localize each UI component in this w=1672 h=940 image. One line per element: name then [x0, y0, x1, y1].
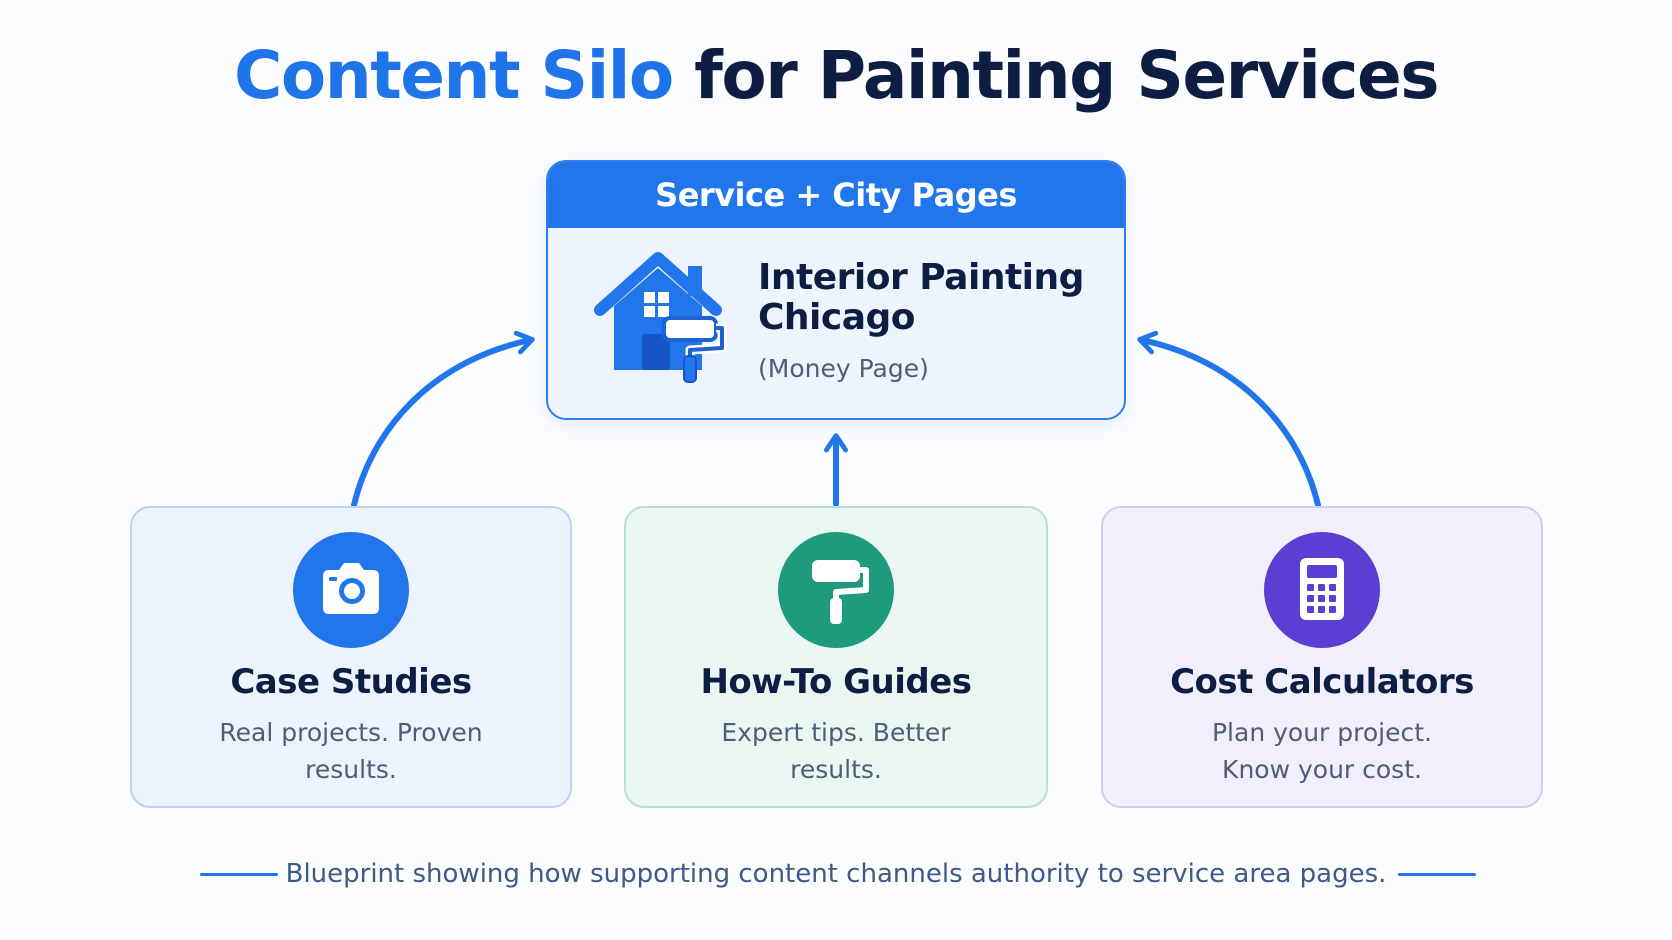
money-page-name-line1: Interior Painting: [758, 257, 1084, 298]
title-rest: for Painting Services: [694, 37, 1439, 114]
arrow-case-studies: [351, 330, 535, 508]
case-studies-title: Case Studies: [230, 662, 472, 702]
how-to-guides-desc-line1: Expert tips. Better: [721, 718, 951, 747]
money-page-name: Interior Painting Chicago: [758, 258, 1098, 338]
house-paint-roller-icon: [592, 248, 732, 388]
money-page-card: Service + City Pages Interior Painting C…: [546, 160, 1126, 420]
case-studies-desc: Real projects. Proven results.: [201, 714, 501, 788]
paint-roller-icon: [778, 532, 894, 648]
arrow-cost-calculators: [1137, 330, 1321, 508]
footer-caption: Blueprint showing how supporting content…: [285, 859, 1387, 889]
title-accent: Content Silo: [233, 37, 674, 114]
case-studies-desc-line1: Real projects. Proven: [219, 718, 483, 747]
case-studies-card: Case Studies Real projects. Proven resul…: [130, 506, 572, 808]
how-to-guides-desc: Expert tips. Better results.: [686, 714, 986, 788]
cost-calculators-desc: Plan your project. Know your cost.: [1172, 714, 1472, 788]
how-to-guides-title: How-To Guides: [700, 662, 972, 702]
cost-calculators-desc-line1: Plan your project.: [1211, 718, 1432, 747]
calculator-icon: [1264, 532, 1380, 648]
footer-line-right: [1398, 873, 1476, 876]
cost-calculators-desc-line2: Know your cost.: [1222, 755, 1422, 784]
footer-line-left: [200, 873, 278, 876]
cost-calculators-title: Cost Calculators: [1170, 662, 1474, 702]
camera-icon: [293, 532, 409, 648]
money-page-header: Service + City Pages: [548, 162, 1124, 228]
page-title: Content Silo for Painting Services: [0, 36, 1672, 116]
how-to-guides-desc-line2: results.: [790, 755, 882, 784]
cost-calculators-card: Cost Calculators Plan your project. Know…: [1101, 506, 1543, 808]
how-to-guides-card: How-To Guides Expert tips. Better result…: [624, 506, 1048, 808]
money-page-name-line2: Chicago: [758, 297, 916, 338]
case-studies-desc-line2: results.: [305, 755, 397, 784]
money-page-subtitle: (Money Page): [758, 354, 929, 383]
money-page-text: Interior Painting Chicago (Money Page): [758, 258, 1098, 384]
